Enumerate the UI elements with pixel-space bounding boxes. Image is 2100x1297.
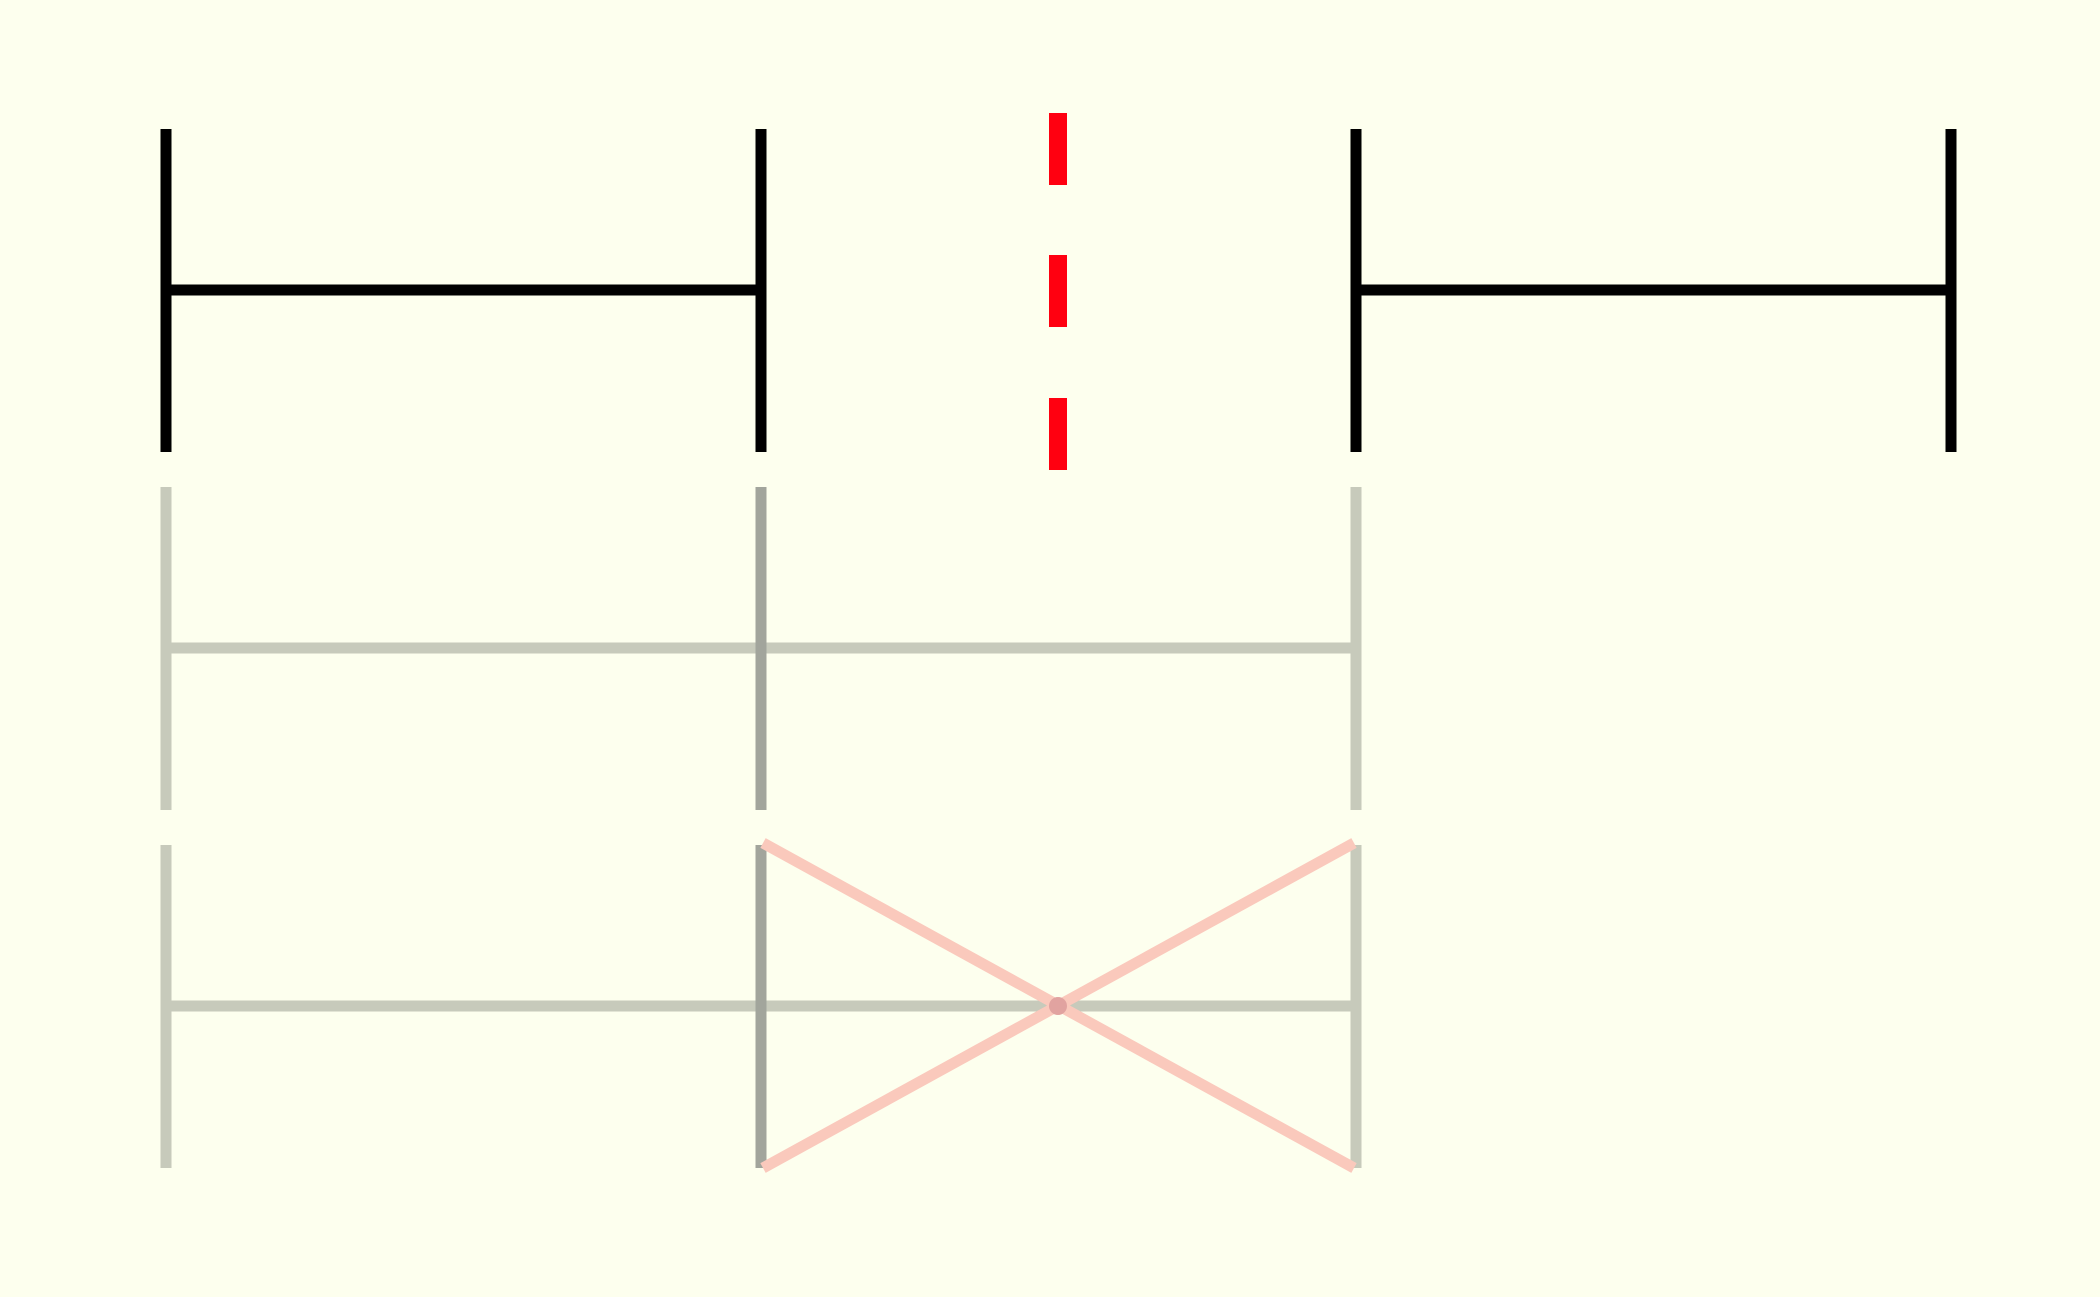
cross-out-mark bbox=[760, 838, 1357, 1173]
top-left-segment bbox=[160, 129, 767, 452]
bottom-row bbox=[160, 838, 1362, 1173]
middle-row bbox=[160, 487, 1362, 810]
top-row bbox=[160, 129, 1957, 452]
top-right-segment bbox=[1350, 129, 1957, 452]
cross-out-center bbox=[1049, 997, 1067, 1015]
